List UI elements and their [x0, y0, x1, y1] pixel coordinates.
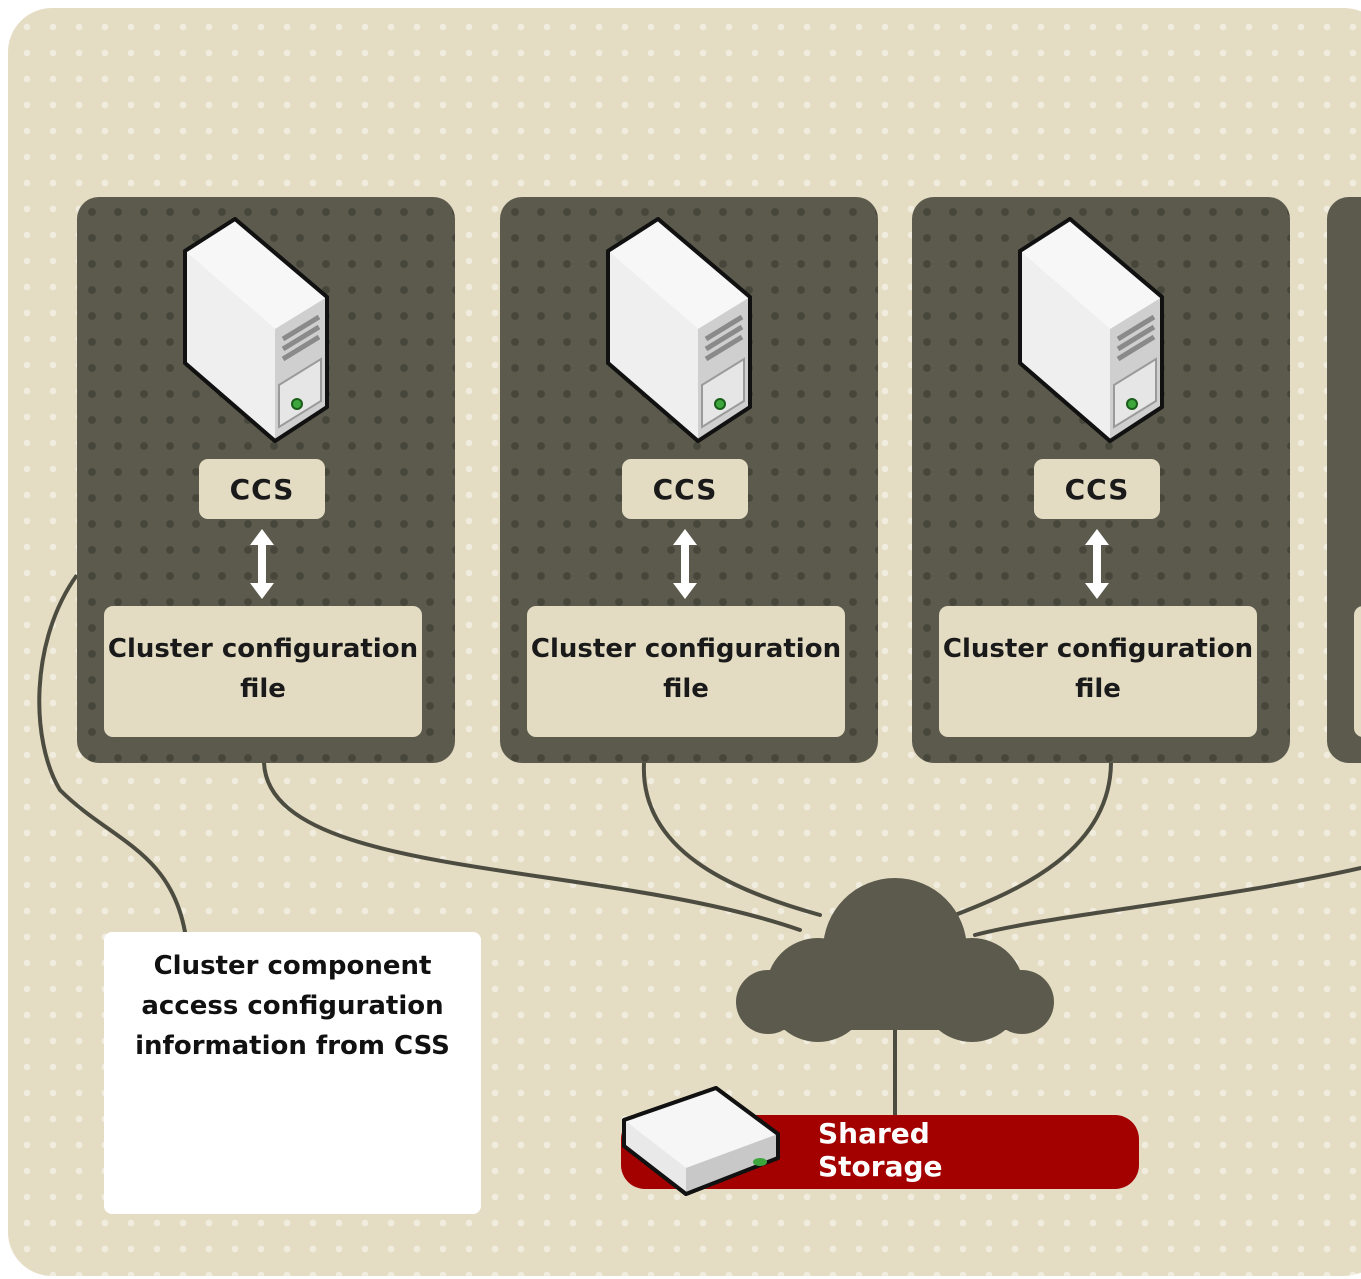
cluster-node-2: CCS Cluster configuration file: [500, 197, 878, 763]
double-arrow-icon: [250, 529, 274, 599]
callout-note: Cluster component access configuration i…: [104, 932, 481, 1214]
shared-storage-label: Shared Storage: [818, 1117, 943, 1183]
config-file-box: Cluster configuration file: [527, 606, 845, 737]
cluster-node-1: CCS Cluster configuration file: [77, 197, 455, 763]
wire-node2-cloud: [641, 761, 822, 917]
disk-drive-icon: [622, 1086, 780, 1196]
cluster-node-3: CCS Cluster configuration file: [912, 197, 1290, 763]
wire-node1-cloud: [262, 761, 802, 932]
cloud-network-icon: [736, 878, 1054, 1042]
double-arrow-icon: [1085, 529, 1109, 599]
ccs-label: CCS: [622, 459, 748, 519]
server-icon: [606, 217, 752, 443]
wire-node4-cloud: [973, 866, 1361, 937]
wire-node3-cloud: [953, 761, 1113, 917]
server-icon: [183, 217, 329, 443]
server-icon: [1018, 217, 1164, 443]
config-file-box: Cluster configuration file: [104, 606, 422, 737]
callout-wire: [37, 573, 187, 934]
double-arrow-icon: [673, 529, 697, 599]
ccs-label: CCS: [1034, 459, 1160, 519]
config-box-partial: [1354, 606, 1361, 737]
node-panel-partial: [1327, 197, 1361, 763]
ccs-label: CCS: [199, 459, 325, 519]
config-file-box: Cluster configuration file: [939, 606, 1257, 737]
